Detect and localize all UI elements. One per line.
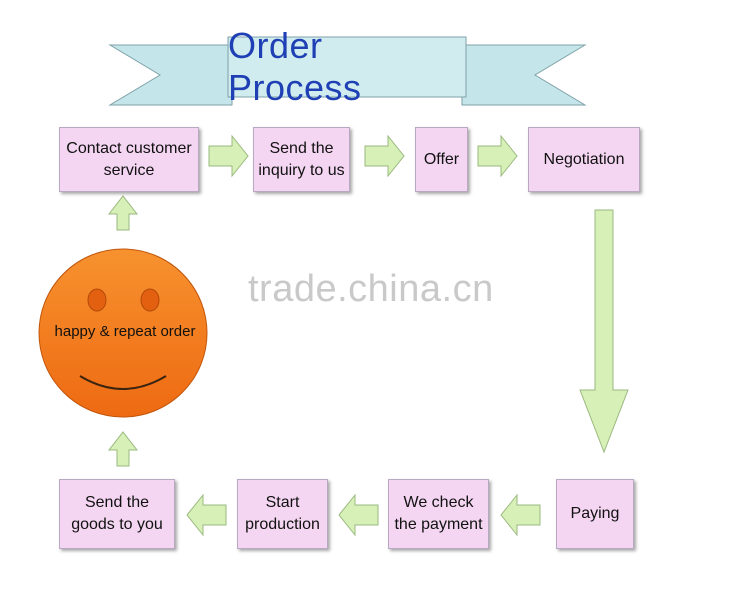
smiley-right-eye	[140, 288, 160, 312]
smiley-left-eye	[87, 288, 107, 312]
page-title: Order Process	[228, 25, 362, 108]
arrow-right-3	[477, 134, 518, 178]
arrow-up-1	[107, 195, 139, 231]
arrow-left-1	[500, 493, 541, 537]
banner-center	[227, 36, 467, 98]
banner-left-tail	[108, 44, 233, 106]
title-banner	[108, 36, 587, 106]
arrow-up-2	[107, 431, 139, 467]
arrow-left-2	[338, 493, 379, 537]
arrow-right-2	[364, 134, 405, 178]
arrow-left-3	[186, 493, 227, 537]
step-send-goods: Send the goods to you	[59, 479, 175, 549]
step-paying: Paying	[556, 479, 634, 549]
step-start-production: Start production	[237, 479, 328, 549]
step-check-payment: We check the payment	[388, 479, 489, 549]
step-send-inquiry: Send the inquiry to us	[253, 127, 350, 192]
step-offer: Offer	[415, 127, 468, 192]
arrow-right-1	[208, 134, 249, 178]
banner-right-tail	[461, 44, 587, 106]
smiley-circle	[38, 248, 208, 418]
smiley-label: happy & repeat order	[54, 323, 196, 340]
smiley-face	[38, 248, 208, 418]
arrow-down	[579, 209, 629, 454]
smiley-mouth	[79, 375, 167, 390]
watermark: trade.china.cn	[248, 268, 494, 310]
step-negotiation: Negotiation	[528, 127, 640, 192]
step-contact-customer-service: Contact customer service	[59, 127, 199, 192]
